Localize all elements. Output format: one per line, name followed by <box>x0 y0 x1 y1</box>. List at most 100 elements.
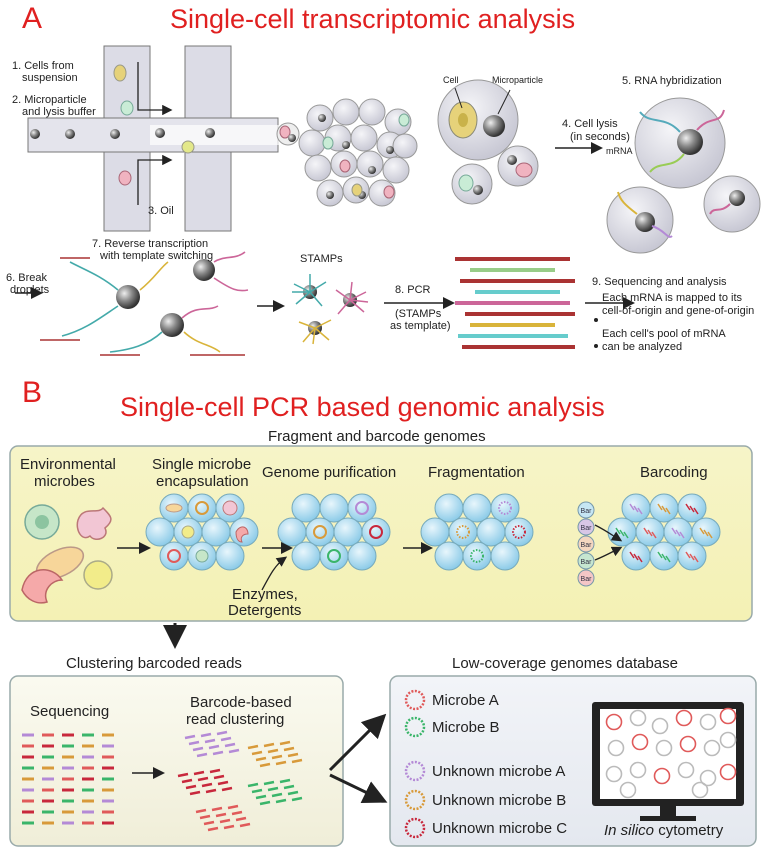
clustered-read <box>291 796 303 802</box>
clustered-read <box>247 782 259 788</box>
cytometry-cell <box>607 739 625 757</box>
step4-label-b: (in seconds) <box>570 131 630 143</box>
clustered-read <box>209 768 221 774</box>
panel-a-letter: A <box>22 2 43 35</box>
clustered-read <box>221 786 233 792</box>
cell-droplet-closeup <box>437 79 603 205</box>
clustered-read <box>271 754 283 760</box>
bullet1-label: Each mRNA is mapped to its <box>602 292 743 304</box>
sequencing-reads <box>22 733 114 825</box>
monitor-icon <box>592 702 744 821</box>
emulsion-droplets <box>298 98 418 207</box>
arrow-to-known <box>328 713 387 772</box>
step8-label-b: (STAMPs <box>395 308 442 320</box>
cell-label: Cell <box>443 75 459 85</box>
step4-label: 4. Cell lysis <box>562 118 618 130</box>
clustered-read <box>271 792 283 798</box>
legend-unknown-a: Unknown microbe A <box>432 763 566 780</box>
cytometry-cell <box>619 781 637 799</box>
stage-encapsulation-b: encapsulation <box>156 473 249 490</box>
cytometry-cell <box>675 709 693 727</box>
microparticle-label: Microparticle <box>492 75 544 85</box>
clustered-read <box>283 784 295 790</box>
clustered-read <box>204 738 216 744</box>
clustered-read <box>287 790 299 796</box>
stage-environmental: Environmental <box>20 456 116 473</box>
in-silico-cytometry-label: In silico cytometry <box>604 822 723 839</box>
stage-encapsulation: Single microbe <box>152 456 252 473</box>
cytometry-cell <box>631 733 649 751</box>
clustered-read <box>247 744 259 750</box>
clustered-read <box>220 736 232 742</box>
clustered-read <box>219 818 231 824</box>
step8-label: 8. PCR <box>395 284 431 296</box>
step3-label: 3. Oil <box>148 205 174 217</box>
step5-label: 5. RNA hybridization <box>622 75 722 87</box>
mrna-label: mRNA <box>606 146 633 156</box>
clustered-read <box>215 812 227 818</box>
cytometry-cell <box>677 761 695 779</box>
in-silico-italic: In silico <box>604 822 655 839</box>
clustered-read <box>251 750 263 756</box>
bullet2-label: Each cell's pool of mRNA <box>602 328 726 340</box>
clustered-read <box>259 800 271 806</box>
clustered-read <box>188 740 200 746</box>
clustered-read <box>228 748 240 754</box>
clustered-read <box>255 756 267 762</box>
cytometry-cell <box>629 709 647 727</box>
clustered-read <box>239 822 251 828</box>
database-header: Low-coverage genomes database <box>452 655 678 672</box>
clustered-read <box>203 820 215 826</box>
clustered-read <box>197 776 209 782</box>
genome-purification-arrows <box>261 524 623 591</box>
clustered-read <box>208 744 220 750</box>
step6-label-b: droplets <box>10 284 50 296</box>
step8-label-c: as template) <box>390 320 451 332</box>
stage-barcoding: Barcoding <box>640 464 708 481</box>
cytometry-cell <box>655 739 673 757</box>
clustered-read <box>263 742 275 748</box>
cytometry-cell <box>719 763 737 781</box>
bar-tag-4: Bar <box>581 576 593 583</box>
clustered-read <box>223 824 235 830</box>
step7-label-b: with template switching <box>100 250 214 262</box>
cytometry-cell <box>651 717 669 735</box>
clustered-read <box>275 798 287 804</box>
stage-environmental-b: microbes <box>34 473 95 490</box>
bullet1-label-b: cell-of-origin and gene-of-origin <box>602 305 755 317</box>
cytometry-cell <box>679 735 697 753</box>
clustered-read <box>205 788 217 794</box>
clustered-read <box>224 742 236 748</box>
clustered-read <box>279 778 291 784</box>
bar-tag-1: Bar <box>581 525 593 532</box>
clustered-read <box>181 778 193 784</box>
clustered-read <box>227 804 239 810</box>
clustered-read <box>267 748 279 754</box>
cytometry-cell <box>703 739 721 757</box>
cytometry-cell <box>691 781 709 799</box>
legend-microbe-a: Microbe A <box>432 692 499 709</box>
cytometry-cell <box>629 761 647 779</box>
pcr-amplicons <box>455 257 635 349</box>
arrow-to-unknown <box>329 773 388 804</box>
clustered-read <box>199 814 211 820</box>
clustered-read <box>263 780 275 786</box>
clustered-read <box>185 784 197 790</box>
legend-unknown-c: Unknown microbe C <box>432 820 568 837</box>
clustered-read <box>211 806 223 812</box>
stage-purification: Genome purification <box>262 464 397 481</box>
clustered-read <box>184 734 196 740</box>
bullet2-label-b: can be analyzed <box>602 341 683 353</box>
cytometry-cell <box>699 769 717 787</box>
clustered-read <box>196 752 208 758</box>
step6-label: 6. Break <box>6 272 47 284</box>
step9-label: 9. Sequencing and analysis <box>592 276 727 288</box>
step1-label-b: suspension <box>22 72 78 84</box>
clustered-read <box>193 770 205 776</box>
sequencing-label: Sequencing <box>30 703 110 720</box>
legend-microbe-b: Microbe B <box>432 719 500 736</box>
droplet-clusters <box>145 493 721 571</box>
clustered-read <box>189 790 201 796</box>
panel-b-letter: B <box>22 376 43 409</box>
